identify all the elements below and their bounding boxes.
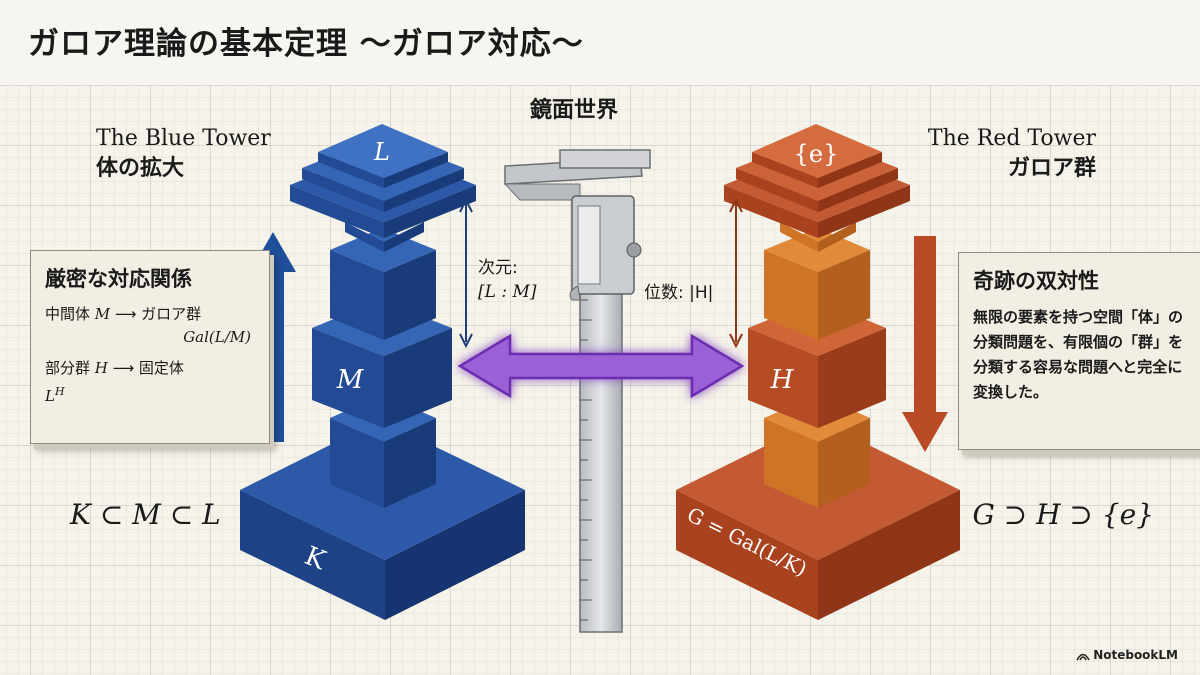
notebooklm-logo: NotebookLM — [1076, 648, 1178, 662]
dimension-annotation: 次元: [L : M] — [478, 256, 537, 304]
fixed-field-expr: LH — [45, 380, 255, 408]
blue-tower-title: The Blue Tower 体の拡大 — [96, 124, 271, 184]
strict-correspondence-note: 厳密な対応関係 中間体 M ⟶ ガロア群 Gal(L/M) 部分群 H ⟶ 固定… — [30, 250, 270, 444]
notebooklm-logo-text: NotebookLM — [1093, 648, 1178, 662]
subgroup-var: H — [94, 359, 108, 377]
red-title-en: The Red Tower — [927, 126, 1096, 151]
subgroup-text: 部分群 — [45, 359, 95, 377]
order-arrow — [729, 197, 743, 349]
red-tower-title: The Red Tower ガロア群 — [928, 124, 1096, 184]
caliper — [503, 149, 651, 633]
dimension-label: 次元: — [478, 258, 518, 278]
galois-group-arrow-text: ⟶ ガロア群 — [110, 305, 202, 323]
field-chain: K ⊂ M ⊂ L — [70, 498, 221, 531]
miraculous-duality-body: 無限の要素を持つ空間「体」の分類問題を、有限個の「群」を分類する容易な問題へと完… — [973, 308, 1184, 401]
intermediate-field-var: M — [94, 305, 111, 323]
intermediate-field-text: 中間体 — [45, 305, 95, 323]
blue-top-label: L — [373, 138, 390, 166]
blue-title-jp: 体の拡大 — [96, 156, 185, 181]
correspondence-arrow — [457, 333, 745, 399]
page-title: ガロア理論の基本定理 ～ガロア対応～ — [28, 26, 584, 62]
dimension-value: [L : M] — [478, 282, 537, 302]
strict-correspondence-heading: 厳密な対応関係 — [45, 267, 192, 291]
fixed-field-base: L — [45, 387, 55, 405]
order-label: 位数: |H| — [644, 283, 714, 303]
dimension-arrow — [459, 197, 473, 349]
intermediate-field-line: 中間体 M ⟶ ガロア群 — [45, 303, 255, 326]
blue-tower — [240, 124, 525, 620]
red-mid-label: H — [770, 365, 795, 395]
miraculous-duality-note: 奇跡の双対性 無限の要素を持つ空間「体」の分類問題を、有限個の「群」を分類する容… — [958, 252, 1200, 450]
title-bar — [0, 0, 1200, 85]
gal-l-m: Gal(L/M) — [183, 328, 251, 346]
fixed-field-sup: H — [54, 385, 65, 398]
fixed-field-arrow-text: ⟶ 固定体 — [107, 359, 184, 377]
miraculous-duality-heading: 奇跡の双対性 — [973, 269, 1099, 293]
mirror-world-label: 鏡面世界 — [530, 98, 619, 123]
group-chain: G ⊃ H ⊃ {e} — [972, 498, 1154, 531]
notebooklm-icon — [1076, 653, 1090, 660]
red-title-jp: ガロア群 — [1007, 156, 1096, 181]
red-down-arrow — [902, 236, 948, 452]
red-tower — [676, 124, 960, 620]
blue-mid-label: M — [336, 365, 365, 395]
blue-title-en: The Blue Tower — [96, 126, 271, 151]
red-top-label: {e} — [794, 140, 839, 168]
subgroup-line: 部分群 H ⟶ 固定体 — [45, 357, 255, 380]
